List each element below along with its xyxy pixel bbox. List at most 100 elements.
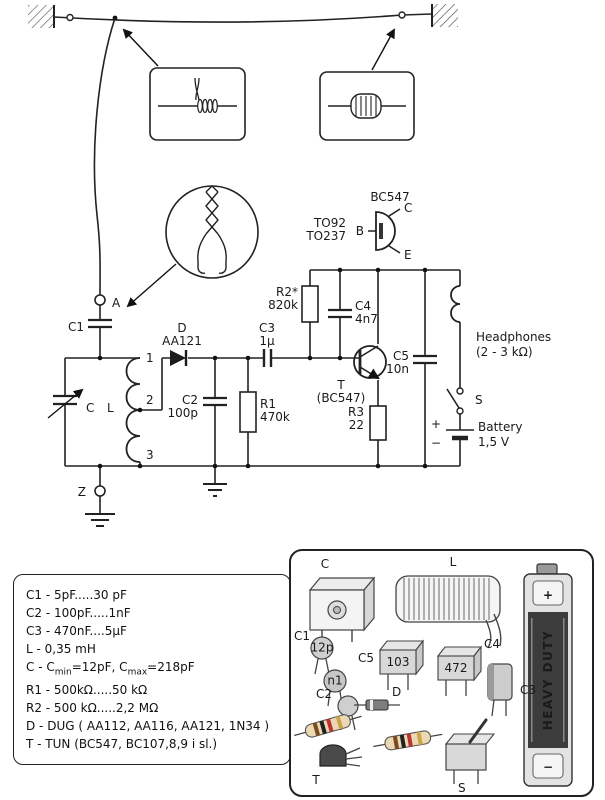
pictorial-c-label: C (321, 557, 329, 571)
diode-triangle (170, 350, 186, 366)
pictorial-c4-value: 472 (445, 661, 468, 675)
label-c2-value: 100p (167, 406, 198, 420)
parts-list-line: L - 0,35 mH (26, 642, 96, 656)
pictorial-n1-value: n1 (327, 674, 342, 688)
label-battery: Battery (478, 420, 522, 434)
label-battery-value: 1,5 V (478, 435, 510, 449)
label-d: D (177, 321, 186, 335)
pinout-pkg1: TO92 (313, 216, 346, 230)
pictorial-c3-label: C3 (520, 683, 536, 697)
label-c5-value: 10n (386, 362, 409, 376)
inset-wire-joint (149, 67, 246, 141)
r2-resistor (301, 285, 319, 323)
battery-label-band (528, 612, 568, 748)
pictorial-coil: L (395, 555, 502, 649)
right-wall (432, 4, 458, 27)
label-d-value: AA121 (162, 334, 202, 348)
pictorial-d: D (354, 685, 401, 711)
detail-arrow-left (122, 28, 159, 67)
terminal-a (94, 294, 106, 306)
antenna-section (28, 4, 458, 308)
pinout-pkg2: TO237 (305, 229, 346, 243)
pictorial-resistor-2 (373, 730, 443, 751)
label-t-value: (BC547) (317, 391, 366, 405)
label-r2-value: 820k (268, 298, 298, 312)
pinout-bc547: BC547 TO92 TO237 B C E (305, 190, 412, 262)
parts-list-line-c: C - Cmin=12pF, Cmax=218pF (26, 658, 286, 681)
label-c1: C1 (68, 320, 84, 334)
c3-capacitor (262, 349, 273, 367)
twisted-lead-detail (126, 185, 259, 308)
c-line-sub: max (127, 667, 148, 678)
label-tap3: 3 (146, 448, 154, 462)
label-c2: C2 (182, 393, 198, 407)
parts-list-line: R1 - 500kΩ.....50 kΩ (26, 683, 148, 698)
c1-capacitor (88, 318, 112, 329)
pictorial-panel: C L + HEAVY DUTY − C1 12p n1 (289, 549, 594, 797)
label-t: T (336, 378, 345, 392)
pictorial-c3: C3 (487, 663, 536, 717)
r3-resistor (369, 405, 387, 441)
detail-arrow-right (371, 28, 395, 71)
antenna-wire (53, 13, 433, 23)
switch-contact-bottom (456, 407, 464, 415)
left-insulator-icon (66, 13, 74, 22)
parts-list-line: C2 - 100pF.....1nF (26, 606, 131, 620)
pin-b-label: B (356, 224, 364, 238)
pictorial-t-label: T (311, 773, 320, 787)
antenna-downlead (93, 17, 116, 296)
ground-icon (203, 483, 227, 497)
left-wall (28, 5, 54, 28)
c-line-part: C - C (26, 660, 55, 674)
pictorial-c5-label: C5 (358, 651, 374, 665)
pictorial-c2-label: C2 (316, 687, 332, 701)
schematic-drawing: BC547 TO92 TO237 B C E (28, 4, 551, 527)
transistor-emitter (359, 366, 380, 380)
label-c4-value: 4n7 (355, 312, 378, 326)
c5-capacitor (413, 354, 437, 365)
pictorial-s: S (444, 718, 496, 795)
label-tap1: 1 (146, 351, 154, 365)
pictorial-c1-value: 12p (311, 641, 334, 655)
junction-dots (97, 267, 428, 469)
parts-list-line: D - DUG ( AA112, AA116, AA121, 1N34 ) (26, 719, 270, 734)
c4-capacitor (328, 308, 352, 319)
pin-c-label: C (404, 201, 412, 215)
label-headphones-value: (2 - 3 kΩ) (476, 345, 533, 359)
pictorial-c1: C1 12p (294, 629, 334, 675)
inset-insulator-wrap (319, 71, 415, 141)
label-battery-minus: − (431, 436, 441, 450)
pictorial-resistor-1 (294, 714, 362, 738)
label-r1-value: 470k (260, 410, 290, 424)
pictorial-c4-label: C4 (484, 637, 500, 651)
pictorial-l-label: L (450, 555, 457, 569)
pin-e-label: E (404, 248, 412, 262)
transistor-package (375, 211, 396, 251)
label-r3: R3 (348, 405, 364, 419)
switch-lever (446, 388, 460, 409)
label-terminal-a: A (112, 296, 121, 310)
parts-list-line: C1 - 5pF.....30 pF (26, 588, 127, 602)
transistor-collector (359, 345, 379, 358)
pinout-title: BC547 (370, 190, 409, 204)
label-c3-value: 1μ (259, 334, 275, 348)
pictorial-variable-capacitor: C (308, 557, 376, 642)
battery-brand-text: HEAVY DUTY (541, 630, 555, 730)
battery-plus-mark: + (543, 588, 553, 602)
pictorial-t: T (311, 744, 363, 787)
headphones-icon (450, 285, 461, 323)
label-battery-plus: + (431, 417, 441, 431)
terminal-z (94, 485, 106, 497)
label-r1: R1 (260, 397, 276, 411)
label-c5: C5 (393, 349, 409, 363)
parts-list-line: C3 - 470nF....5μF (26, 624, 127, 638)
parts-list: C1 - 5pF.....30 pF C2 - 100pF.....1nF C3… (13, 574, 291, 766)
pictorial-battery: + HEAVY DUTY − (523, 563, 573, 787)
pictorial-n1: n1 (323, 669, 347, 707)
label-terminal-z: Z (78, 485, 86, 499)
parts-list-line: R2 - 500 kΩ.....2,2 MΩ (26, 701, 159, 716)
label-coil: L (107, 401, 114, 415)
label-tap2: 2 (146, 393, 154, 407)
variable-capacitor-arrow (47, 388, 84, 419)
package-pins (368, 208, 401, 254)
